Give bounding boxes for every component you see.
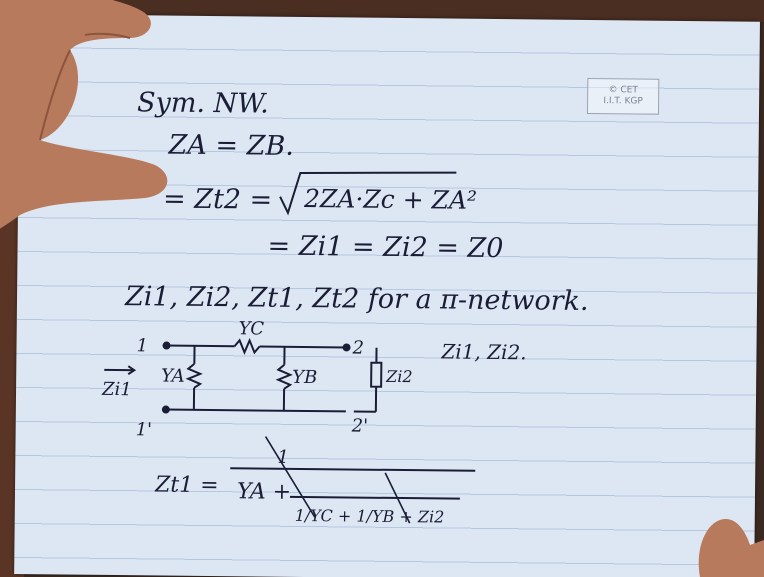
eq-inner: 1/YC + 1/YB + Zi2 <box>295 506 445 527</box>
label-yb: YB <box>292 367 317 388</box>
note-line-3-lhs: = Zt2 = <box>163 184 273 216</box>
note-line-1: Sym. NW. <box>137 87 269 119</box>
left-hand <box>0 0 168 229</box>
node-2: 2 <box>351 337 364 358</box>
note-line-2: ZA = ZB. <box>167 130 294 162</box>
side-note: Zi1, Zi2. <box>440 339 526 364</box>
node-2-prime: 2' <box>351 415 369 436</box>
note-line-4: = Zi1 = Zi2 = Z0 <box>267 231 503 264</box>
eq-denominator: YA + <box>237 479 291 505</box>
right-hand <box>698 519 764 577</box>
notepad-sheet: © CET I.I.T. KGP Sym. NW. ZA = ZB. = Zt2… <box>14 14 760 577</box>
strike-2 <box>384 472 411 524</box>
pi-network-circuit <box>104 337 383 414</box>
label-ya: YA <box>161 365 185 386</box>
eq-lhs: Zt1 = <box>154 472 219 498</box>
node-1-prime: 1' <box>136 419 153 440</box>
eq-fraction-bar <box>230 467 476 472</box>
node-1: 1 <box>136 335 148 356</box>
eq-inner-bar <box>289 495 460 500</box>
label-yc: YC <box>239 318 265 339</box>
note-line-5: Zi1, Zi2, Zt1, Zt2 for a π-network. <box>124 281 589 317</box>
load-label: Zi2 <box>385 367 413 386</box>
strike-1 <box>264 436 316 518</box>
note-line-3-rhs: 2ZA·Zc + ZA² <box>303 184 477 215</box>
eq-numerator: 1 <box>277 447 289 468</box>
sqrt-sign <box>279 171 457 216</box>
arrow-label: Zi1 <box>101 379 132 400</box>
handwriting-layer: Sym. NW. ZA = ZB. = Zt2 = 2ZA·Zc + ZA² =… <box>101 87 589 527</box>
